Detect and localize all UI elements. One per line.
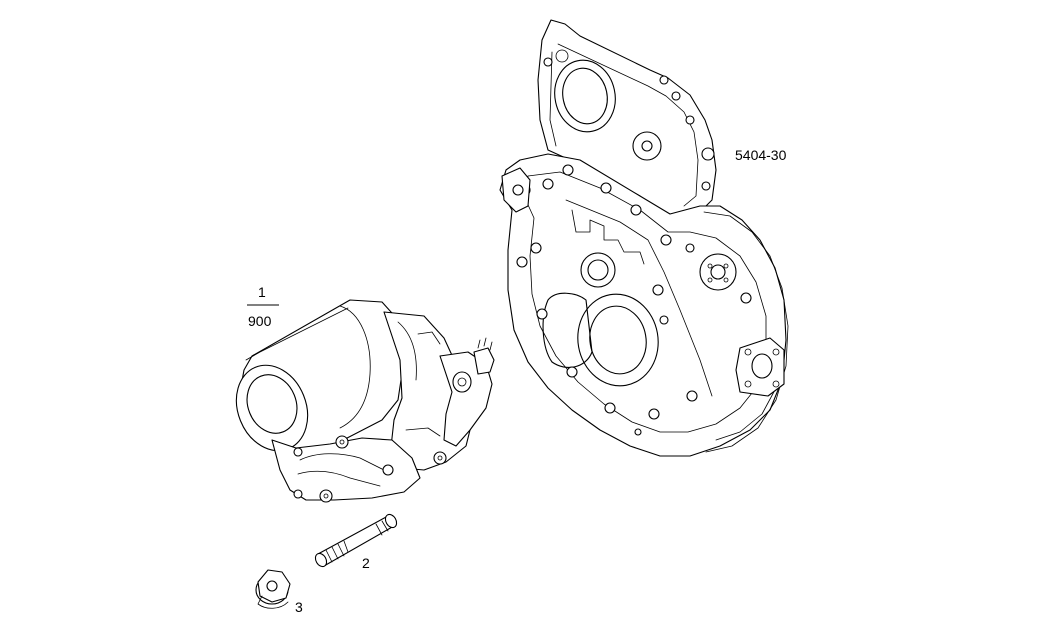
callout-item-2: 2 — [362, 555, 370, 571]
callout-fraction-top: 1 — [258, 284, 266, 300]
timing-cover-drawing — [499, 19, 789, 457]
callout-ref-cover: 5404-30 — [735, 147, 787, 163]
starter-motor-drawing — [235, 299, 495, 503]
callout-item-3: 3 — [295, 599, 303, 615]
callout-fraction-bottom: 900 — [248, 313, 272, 329]
stud-drawing — [314, 513, 398, 568]
nut-drawing — [255, 569, 291, 609]
